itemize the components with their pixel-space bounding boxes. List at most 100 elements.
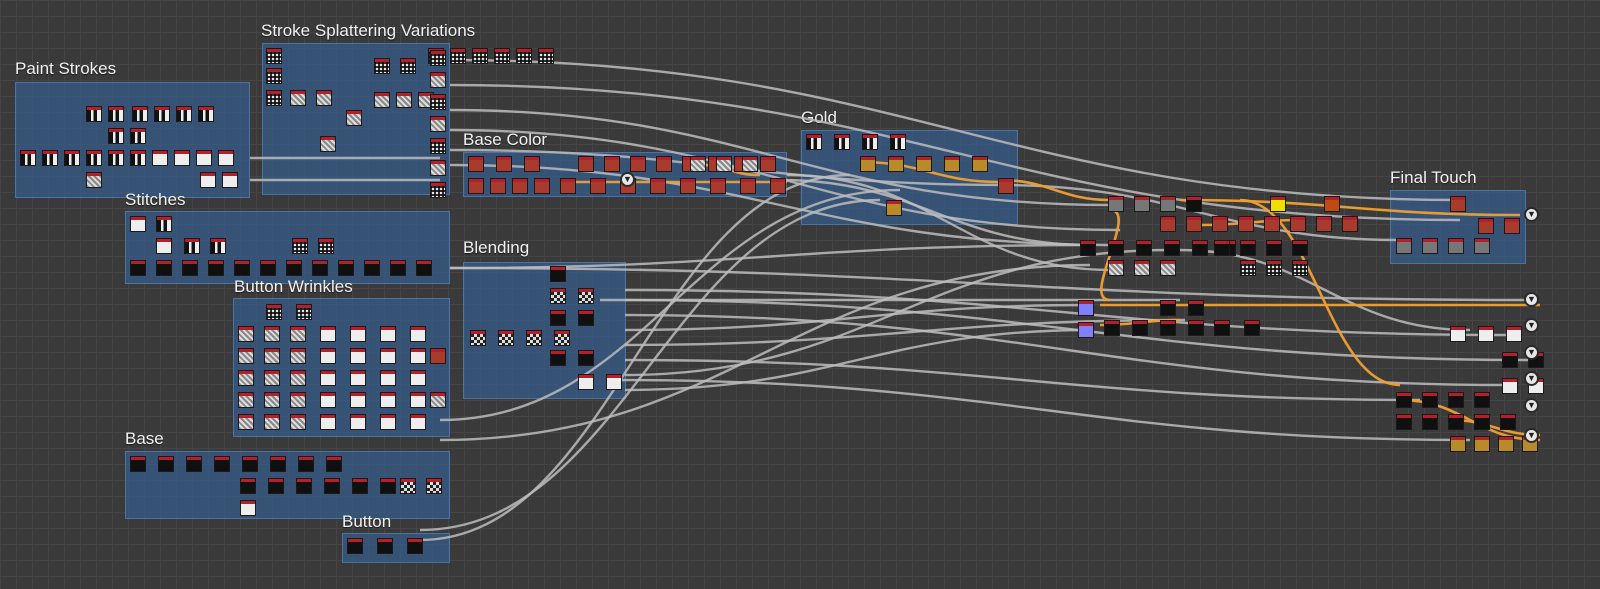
- graph-node[interactable]: [450, 48, 466, 64]
- graph-node[interactable]: [998, 178, 1014, 194]
- graph-node[interactable]: [130, 260, 146, 276]
- graph-node[interactable]: [290, 348, 306, 364]
- graph-node[interactable]: [1292, 240, 1308, 256]
- graph-node[interactable]: [198, 106, 214, 122]
- graph-node[interactable]: [270, 456, 286, 472]
- graph-node[interactable]: [716, 156, 732, 172]
- graph-node[interactable]: [130, 150, 146, 166]
- graph-node[interactable]: [1474, 436, 1490, 452]
- graph-node[interactable]: [320, 392, 336, 408]
- graph-node[interactable]: [186, 456, 202, 472]
- graph-node[interactable]: [1270, 196, 1286, 212]
- graph-node[interactable]: [266, 304, 282, 320]
- graph-node[interactable]: [550, 266, 566, 282]
- graph-node[interactable]: [260, 260, 276, 276]
- graph-node[interactable]: [290, 90, 306, 106]
- graph-node[interactable]: [264, 392, 280, 408]
- graph-node[interactable]: [972, 156, 988, 172]
- graph-node[interactable]: [266, 68, 282, 84]
- graph-node[interactable]: [184, 238, 200, 254]
- graph-node[interactable]: [1448, 238, 1464, 254]
- graph-node[interactable]: [130, 128, 146, 144]
- graph-node[interactable]: [20, 150, 36, 166]
- graph-node[interactable]: [222, 172, 238, 188]
- graph-node[interactable]: [1136, 240, 1152, 256]
- graph-node[interactable]: [1478, 218, 1494, 234]
- graph-node[interactable]: [374, 92, 390, 108]
- graph-node[interactable]: [1264, 216, 1280, 232]
- graph-node[interactable]: [400, 478, 416, 494]
- graph-node[interactable]: [1448, 392, 1464, 408]
- output-icon[interactable]: ▼: [1524, 207, 1539, 222]
- graph-node[interactable]: [158, 456, 174, 472]
- output-icon[interactable]: ▼: [1524, 318, 1539, 333]
- graph-node[interactable]: [496, 156, 512, 172]
- graph-node[interactable]: [266, 90, 282, 106]
- graph-node[interactable]: [390, 260, 406, 276]
- frame-button-wrinkles[interactable]: [233, 298, 450, 437]
- graph-node[interactable]: [472, 48, 488, 64]
- graph-node[interactable]: [680, 178, 696, 194]
- graph-node[interactable]: [350, 326, 366, 342]
- graph-node[interactable]: [320, 414, 336, 430]
- graph-node[interactable]: [430, 72, 446, 88]
- graph-node[interactable]: [534, 178, 550, 194]
- graph-node[interactable]: [200, 172, 216, 188]
- graph-node[interactable]: [430, 160, 446, 176]
- graph-node[interactable]: [407, 538, 423, 554]
- graph-node[interactable]: [208, 260, 224, 276]
- graph-node[interactable]: [1160, 196, 1176, 212]
- graph-node[interactable]: [860, 156, 876, 172]
- graph-node[interactable]: [430, 94, 446, 110]
- graph-node[interactable]: [318, 238, 334, 254]
- graph-node[interactable]: [430, 138, 446, 154]
- graph-node[interactable]: [1478, 326, 1494, 342]
- graph-node[interactable]: [550, 350, 566, 366]
- graph-node[interactable]: [1192, 240, 1208, 256]
- graph-node[interactable]: [1450, 436, 1466, 452]
- graph-node[interactable]: [1238, 216, 1254, 232]
- graph-node[interactable]: [742, 156, 758, 172]
- graph-node[interactable]: [86, 150, 102, 166]
- graph-node[interactable]: [264, 370, 280, 386]
- graph-node[interactable]: [430, 348, 446, 364]
- graph-node[interactable]: [1448, 414, 1464, 430]
- graph-node[interactable]: [298, 456, 314, 472]
- graph-node[interactable]: [1422, 238, 1438, 254]
- graph-node[interactable]: [286, 260, 302, 276]
- graph-node[interactable]: [240, 478, 256, 494]
- graph-node[interactable]: [238, 348, 254, 364]
- graph-node[interactable]: [590, 178, 606, 194]
- graph-node[interactable]: [1108, 260, 1124, 276]
- graph-node[interactable]: [550, 310, 566, 326]
- graph-node[interactable]: [347, 538, 363, 554]
- graph-node[interactable]: [86, 172, 102, 188]
- graph-node[interactable]: [290, 392, 306, 408]
- graph-node[interactable]: [630, 156, 646, 172]
- graph-node[interactable]: [1214, 320, 1230, 336]
- graph-node[interactable]: [1134, 260, 1150, 276]
- graph-node[interactable]: [524, 156, 540, 172]
- graph-node[interactable]: [108, 128, 124, 144]
- graph-node[interactable]: [1108, 240, 1124, 256]
- graph-node[interactable]: [238, 370, 254, 386]
- graph-node[interactable]: [1474, 392, 1490, 408]
- graph-node[interactable]: [396, 92, 412, 108]
- graph-node[interactable]: [410, 392, 426, 408]
- graph-node[interactable]: [578, 350, 594, 366]
- graph-node[interactable]: [346, 110, 362, 126]
- graph-node[interactable]: [242, 456, 258, 472]
- output-icon[interactable]: ▼: [1524, 428, 1539, 443]
- graph-node[interactable]: [430, 392, 446, 408]
- output-icon[interactable]: ▼: [620, 172, 635, 187]
- graph-node[interactable]: [380, 392, 396, 408]
- graph-node[interactable]: [350, 348, 366, 364]
- graph-node[interactable]: [1164, 240, 1180, 256]
- graph-node[interactable]: [156, 216, 172, 232]
- graph-node[interactable]: [350, 392, 366, 408]
- graph-node[interactable]: [210, 238, 226, 254]
- graph-node[interactable]: [1504, 218, 1520, 234]
- graph-node[interactable]: [152, 150, 168, 166]
- graph-node[interactable]: [1502, 378, 1518, 394]
- graph-node[interactable]: [1078, 322, 1094, 338]
